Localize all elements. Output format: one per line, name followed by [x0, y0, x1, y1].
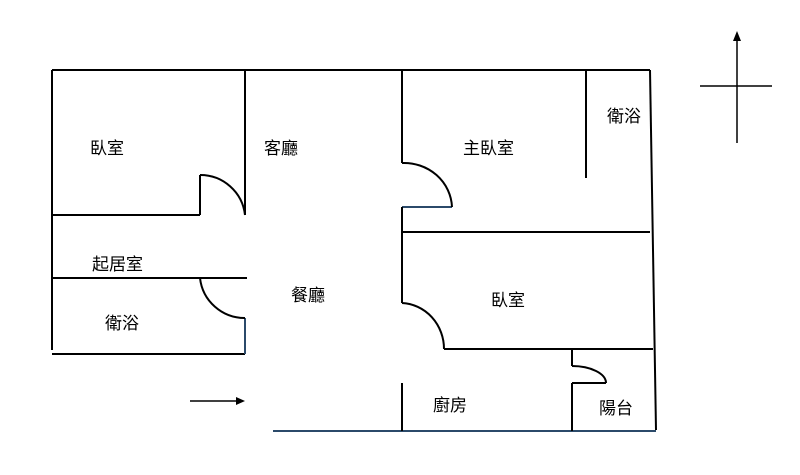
label-kitchen: 廚房 — [433, 395, 467, 416]
label-master-bath: 衛浴 — [607, 107, 641, 127]
bathroom-door-swing — [199, 277, 246, 320]
master-bedroom-door-swing — [401, 161, 453, 208]
label-balcony: 陽台 — [599, 399, 633, 419]
bedroom-2-door-swing — [401, 302, 446, 350]
entrance-arrowhead-icon — [236, 397, 245, 405]
label-dining-room: 餐廳 — [291, 286, 325, 306]
label-living-room: 客廳 — [264, 139, 298, 159]
label-bedroom-1: 臥室 — [90, 139, 124, 159]
bedroom-door-swing — [199, 173, 246, 216]
outer-walls — [51, 69, 657, 432]
balcony-door-swing — [571, 365, 607, 384]
label-master-bedroom: 主臥室 — [463, 139, 514, 159]
doors — [199, 161, 607, 384]
right-wall — [649, 69, 657, 431]
label-bathroom: 衛浴 — [105, 314, 139, 334]
room-labels: 臥室 客廳 主臥室 衛浴 起居室 餐廳 臥室 衛浴 廚房 陽台 — [90, 107, 641, 419]
entrance-arrow — [190, 397, 245, 405]
label-family-room: 起居室 — [92, 255, 143, 275]
north-arrowhead-icon — [733, 31, 741, 41]
label-bedroom-2: 臥室 — [491, 291, 525, 311]
interior-walls — [52, 70, 653, 431]
compass — [700, 31, 772, 143]
